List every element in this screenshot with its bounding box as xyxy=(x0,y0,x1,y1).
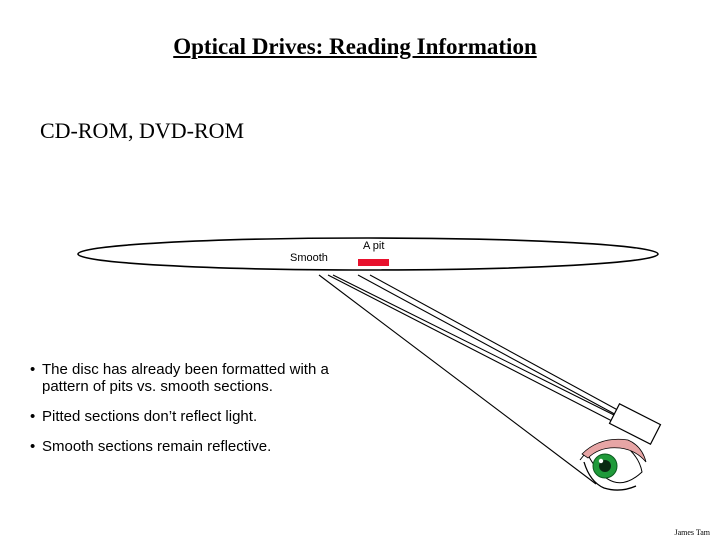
author-credit: James Tam xyxy=(674,528,710,537)
pit-marker xyxy=(358,259,389,266)
slide-title: Optical Drives: Reading Information xyxy=(173,34,537,59)
bullet-text: The disc has already been formatted with… xyxy=(42,361,329,378)
laser-beams xyxy=(318,274,626,485)
bullet-item: •Smooth sections remain reflective. xyxy=(30,438,272,455)
bullet-item: •Pitted sections don’t reflect light. xyxy=(30,408,258,425)
disc-shape xyxy=(77,237,659,271)
bullet-item: •The disc has already been formatted wit… xyxy=(30,361,370,395)
laser-emitter xyxy=(608,402,662,446)
slide-subtitle: CD-ROM, DVD-ROM xyxy=(40,118,245,143)
bullet-list: •The disc has already been formatted wit… xyxy=(30,361,370,468)
smooth-label: Smooth xyxy=(290,252,328,264)
bullet-text: Pitted sections don’t reflect light. xyxy=(42,408,258,425)
eye-icon xyxy=(579,438,647,491)
bullet-text: Smooth sections remain reflective. xyxy=(42,438,272,455)
pit-label: A pit xyxy=(363,240,384,252)
bullet-text-continued: pattern of pits vs. smooth sections. xyxy=(42,378,273,395)
